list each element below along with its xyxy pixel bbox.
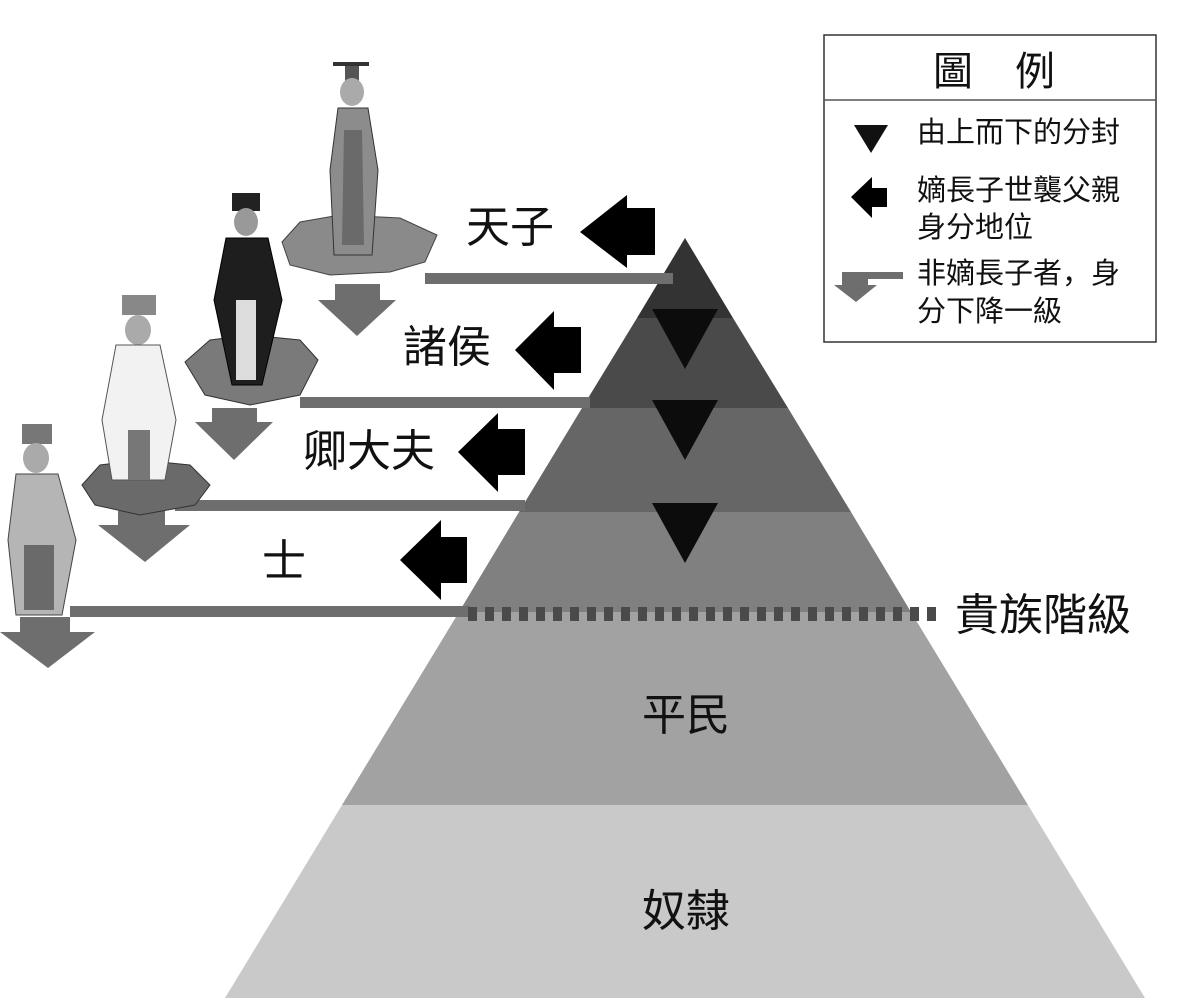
down-triangle-icon — [854, 125, 888, 153]
slaves-label: 奴隸 — [642, 886, 730, 937]
rank-lines — [70, 273, 673, 617]
left-arrow-icon — [515, 311, 581, 390]
legend-title-2: 例 — [1015, 49, 1055, 95]
demotion-arrows — [0, 284, 396, 668]
enfeoffment-triangles — [652, 309, 718, 563]
legend: 圖 例 由上而下的分封 嫡長子世襲父親 身分地位 非嫡長子者，身 分下降一級 — [823, 34, 1157, 343]
legend-item-1: 由上而下的分封 — [917, 115, 1120, 149]
gray-down-arrow-icon — [318, 284, 396, 336]
line-zhuhou — [300, 397, 590, 408]
figure-qingdafu — [81, 295, 211, 516]
down-triangle-icon — [652, 503, 718, 563]
line-qingdafu — [175, 500, 525, 511]
inheritance-arrows — [400, 195, 655, 600]
legend-item-2-line1: 嫡長子世襲父親 — [917, 173, 1120, 207]
legend-item-3-line1: 非嫡長子者，身 — [917, 256, 1120, 290]
legend-item-2-line2: 身分地位 — [917, 210, 1033, 244]
band-commoners — [342, 612, 1028, 805]
line-tianzi — [425, 273, 673, 284]
rank-label-zhuhou: 諸侯 — [403, 322, 491, 373]
line-shi — [70, 606, 470, 617]
gray-down-arrow-icon — [0, 617, 95, 668]
left-arrow-icon — [580, 195, 655, 268]
down-triangle-icon — [652, 400, 718, 460]
left-arrow-icon — [851, 177, 887, 218]
legend-item-3-line2: 分下降一級 — [917, 294, 1062, 328]
noble-class-label: 貴族階級 — [955, 590, 1131, 641]
legend-title-1: 圖 — [933, 49, 973, 95]
band-slaves — [225, 805, 1145, 998]
figure-tianzi — [281, 62, 438, 276]
figure-shi — [7, 424, 77, 616]
down-triangle-icon — [652, 309, 718, 369]
commoners-label: 平民 — [642, 690, 730, 741]
band-tianzi — [637, 238, 733, 318]
gray-down-arrow-icon — [195, 408, 273, 460]
rank-label-tianzi: 天子 — [466, 202, 554, 253]
gray-down-arrow-icon — [98, 511, 190, 562]
left-arrow-icon — [400, 520, 467, 600]
gray-down-arrow-icon — [834, 272, 903, 302]
rank-label-shi: 士 — [262, 536, 306, 587]
left-arrow-icon — [458, 413, 525, 492]
figure-zhuhou — [184, 193, 319, 406]
rank-label-qingdafu: 卿大夫 — [303, 426, 435, 477]
